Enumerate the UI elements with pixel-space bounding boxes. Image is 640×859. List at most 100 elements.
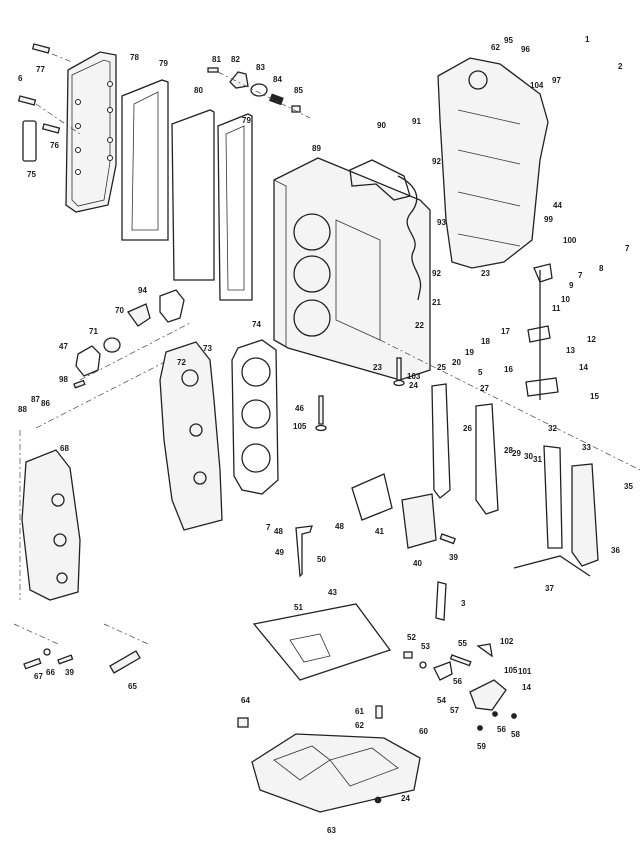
callout-14a: 14 [579, 363, 588, 372]
callout-30: 30 [524, 452, 533, 461]
valve-parts [207, 67, 311, 119]
callout-97: 97 [552, 76, 561, 85]
callout-51: 51 [294, 603, 303, 612]
callout-1: 1 [585, 35, 590, 44]
callout-56b: 56 [497, 725, 506, 734]
callout-95: 95 [504, 36, 513, 45]
callout-47: 47 [59, 342, 68, 351]
adapter-gasket-part [252, 603, 392, 681]
callout-102: 102 [500, 637, 514, 646]
callout-93: 93 [437, 218, 446, 227]
bottom-left-parts [13, 623, 149, 674]
callout-3: 3 [461, 599, 466, 608]
callout-24a: 24 [409, 381, 418, 390]
callout-23b: 23 [373, 363, 382, 372]
callout-74: 74 [252, 320, 261, 329]
callout-70: 70 [115, 306, 124, 315]
callout-40: 40 [413, 559, 422, 568]
callout-43: 43 [328, 588, 337, 597]
callout-37: 37 [545, 584, 554, 593]
shaft-assembly [525, 263, 559, 400]
callout-98: 98 [59, 375, 68, 384]
callout-63: 63 [327, 826, 336, 835]
callout-53: 53 [421, 642, 430, 651]
callout-105b: 105 [504, 666, 518, 675]
callout-56a: 56 [453, 677, 462, 686]
screw-parts-left [17, 43, 81, 162]
callout-72: 72 [177, 358, 186, 367]
callout-89: 89 [312, 144, 321, 153]
callout-81: 81 [212, 55, 221, 64]
callout-99: 99 [544, 215, 553, 224]
callout-12: 12 [587, 335, 596, 344]
callout-85: 85 [294, 86, 303, 95]
callout-9: 9 [569, 281, 574, 290]
callout-90: 90 [377, 121, 386, 130]
exhaust-cover-part [65, 51, 117, 213]
callout-16: 16 [504, 365, 513, 374]
callout-52: 52 [407, 633, 416, 642]
callout-48b: 48 [335, 522, 344, 531]
callout-41: 41 [375, 527, 384, 536]
callout-62a: 62 [491, 43, 500, 52]
callout-84: 84 [273, 75, 282, 84]
callout-27: 27 [480, 384, 489, 393]
reed-part [435, 581, 447, 621]
callout-66: 66 [46, 668, 55, 677]
callout-80: 80 [194, 86, 203, 95]
callout-7a: 7 [625, 244, 630, 253]
callout-21: 21 [432, 298, 441, 307]
linkage-parts [403, 643, 517, 731]
callout-14b: 14 [522, 683, 531, 692]
callout-64: 64 [241, 696, 250, 705]
callout-39b: 39 [65, 668, 74, 677]
callout-82: 82 [231, 55, 240, 64]
callout-55: 55 [458, 639, 467, 648]
callout-105a: 105 [293, 422, 307, 431]
callout-54: 54 [437, 696, 446, 705]
callout-10: 10 [561, 295, 570, 304]
bracket-part [295, 525, 313, 578]
stud-parts [315, 357, 405, 432]
callout-61: 61 [355, 707, 364, 716]
callout-11: 11 [552, 304, 561, 313]
callout-68: 68 [60, 444, 69, 453]
callout-100: 100 [563, 236, 577, 245]
callout-8: 8 [599, 264, 604, 273]
callout-103: 103 [407, 372, 421, 381]
cylinder-block-part [273, 157, 431, 381]
callout-50: 50 [317, 555, 326, 564]
callout-7b: 7 [578, 271, 583, 280]
callout-78: 78 [130, 53, 139, 62]
callout-83: 83 [256, 63, 265, 72]
callout-7c: 7 [266, 523, 271, 532]
callout-39a: 39 [449, 553, 458, 562]
callout-24b: 24 [401, 794, 410, 803]
callout-48a: 48 [274, 527, 283, 536]
callout-104: 104 [530, 81, 544, 90]
callout-31: 31 [533, 455, 542, 464]
callout-87: 87 [31, 395, 40, 404]
manifold-parts [379, 339, 640, 577]
callout-32: 32 [548, 424, 557, 433]
callout-46: 46 [295, 404, 304, 413]
callout-6: 6 [18, 74, 23, 83]
callout-79a: 79 [159, 59, 168, 68]
callout-101: 101 [518, 667, 532, 676]
callout-60: 60 [419, 727, 428, 736]
callout-92a: 92 [432, 157, 441, 166]
callout-88: 88 [18, 405, 27, 414]
callout-13: 13 [566, 346, 575, 355]
reed-cover-parts [351, 473, 456, 549]
callout-65: 65 [128, 682, 137, 691]
callout-22: 22 [415, 321, 424, 330]
callout-36: 36 [611, 546, 620, 555]
callout-79b: 79 [242, 116, 251, 125]
callout-91: 91 [412, 117, 421, 126]
callout-77: 77 [36, 65, 45, 74]
callout-67: 67 [34, 672, 43, 681]
callout-19: 19 [465, 348, 474, 357]
callout-23a: 23 [481, 269, 490, 278]
thermostat-parts [35, 289, 193, 429]
